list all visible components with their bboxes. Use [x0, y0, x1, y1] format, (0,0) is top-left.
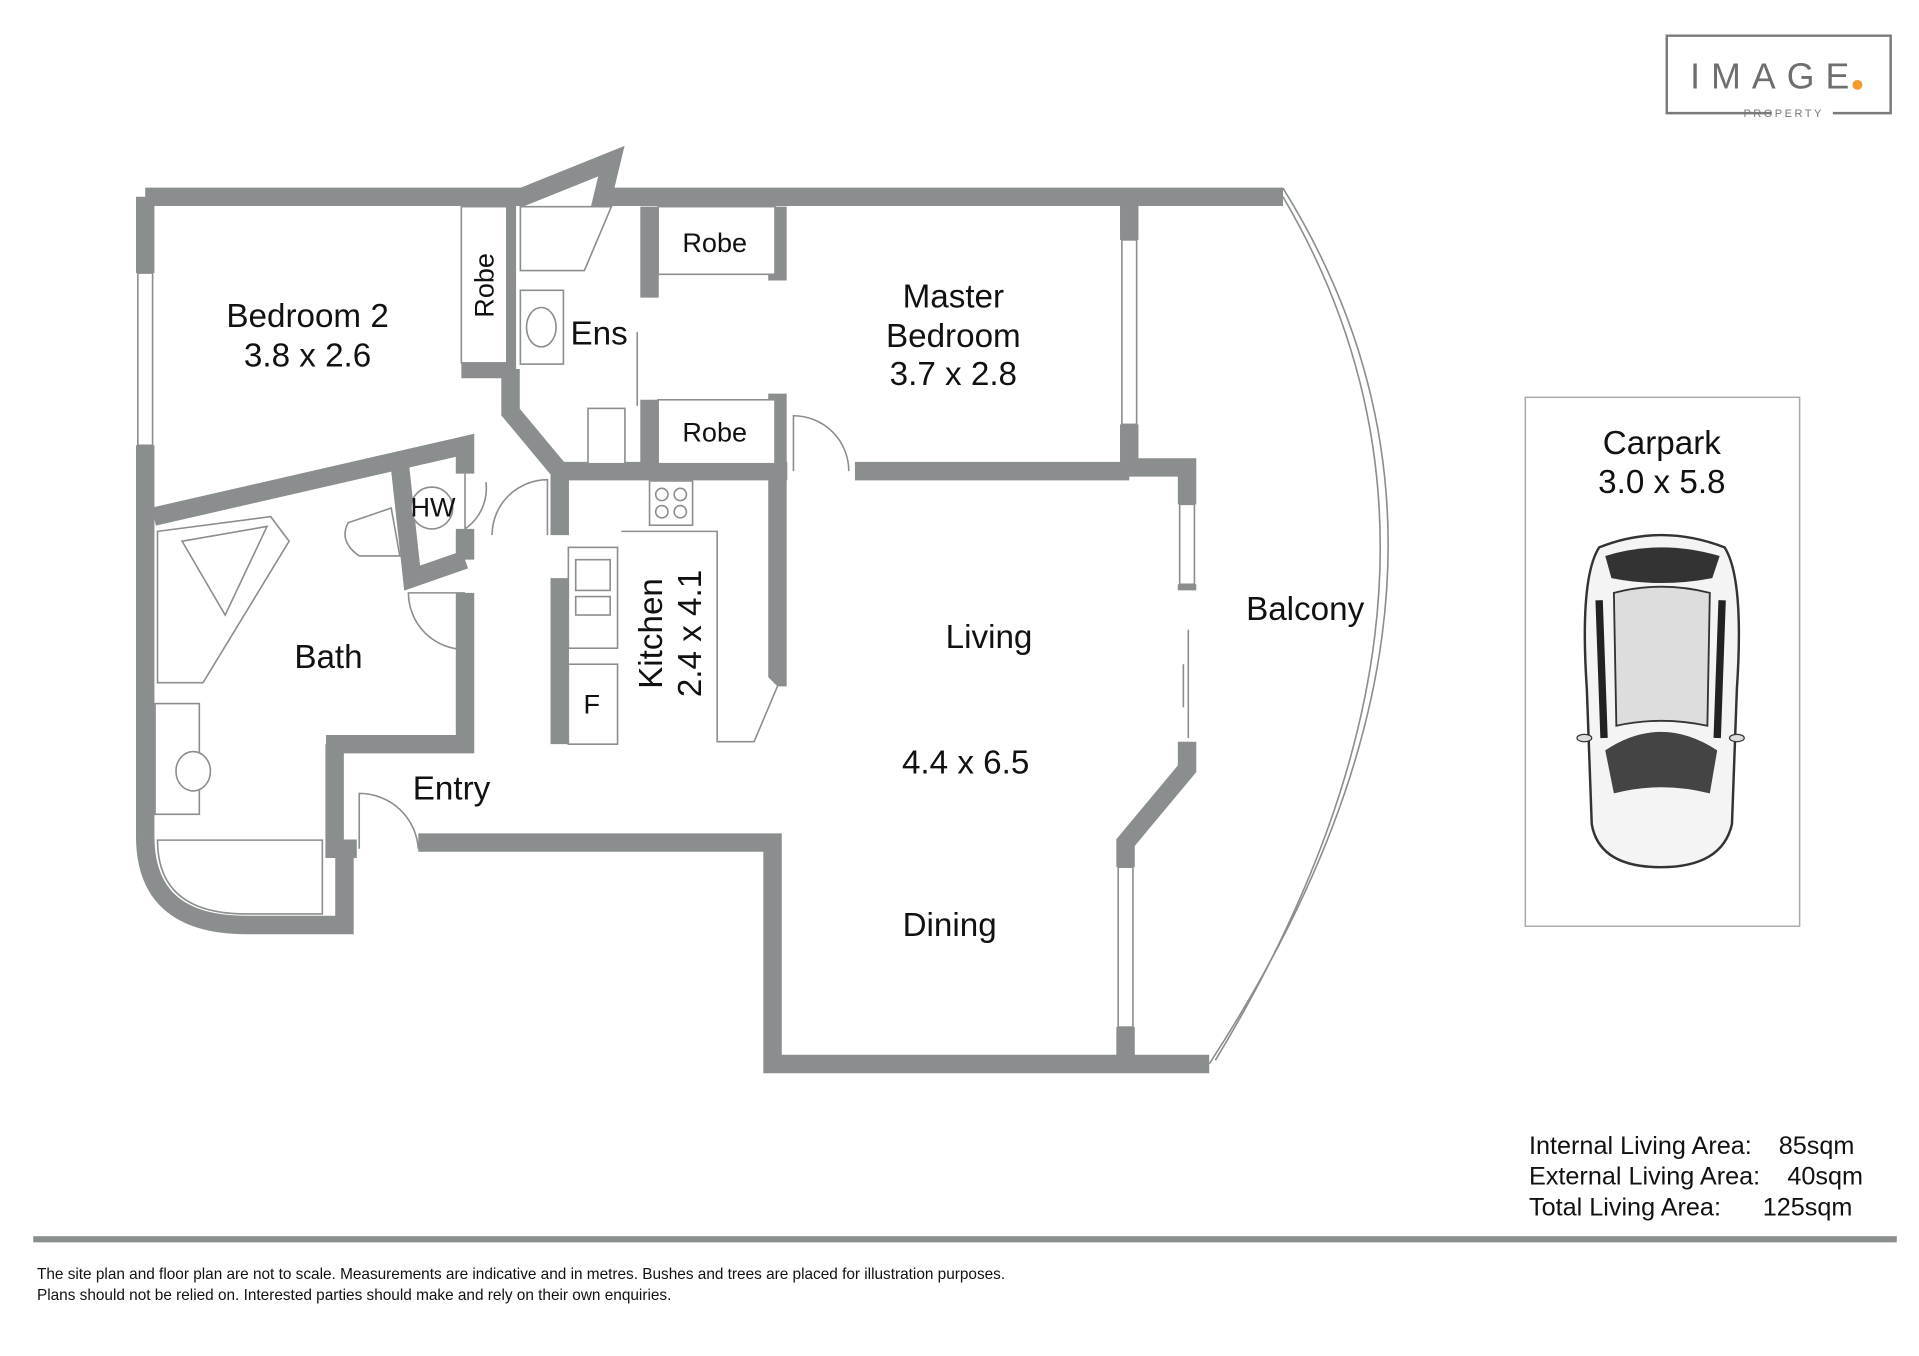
total-area-label: Total Living Area:: [1529, 1193, 1721, 1221]
fixtures: [154, 205, 779, 915]
master-bedroom-label-2: Bedroom: [886, 318, 1021, 355]
logo-subtext: PROPERTY: [1743, 108, 1823, 120]
balcony-balustrade: [1208, 187, 1389, 1065]
robe-bottom-label: Robe: [682, 418, 747, 448]
internal-area-label: Internal Living Area:: [1529, 1132, 1752, 1160]
total-area-value: 125sqm: [1763, 1193, 1853, 1221]
logo-text: IMAGE: [1690, 57, 1860, 97]
footer-divider: [33, 1236, 1897, 1243]
carpark-size: 3.0 x 5.8: [1598, 464, 1725, 501]
disclaimer-line-1: The site plan and floor plan are not to …: [37, 1266, 1005, 1283]
external-area-value: 40sqm: [1787, 1163, 1863, 1191]
master-bedroom-label: Master: [903, 279, 1004, 316]
living-label: Living: [946, 619, 1033, 656]
hot-water-label: HW: [411, 493, 457, 523]
master-bedroom-size: 3.7 x 2.8: [890, 356, 1017, 393]
living-size: 4.4 x 6.5: [902, 745, 1029, 782]
logo-dot: [1852, 79, 1863, 90]
fridge-label: F: [583, 689, 600, 719]
carpark: Carpark 3.0 x 5.8: [1524, 396, 1801, 927]
bedroom2-label: Bedroom 2: [226, 298, 388, 335]
kitchen-size: 2.4 x 4.1: [672, 570, 709, 697]
windows: [137, 239, 1196, 1028]
kitchen-label: Kitchen: [633, 578, 670, 689]
bedroom2-size: 3.8 x 2.6: [244, 338, 371, 375]
area-summary: Internal Living Area: 85sqm External Liv…: [1529, 1132, 1863, 1222]
robe-top-label: Robe: [682, 228, 747, 258]
bath-label: Bath: [294, 639, 362, 676]
ensuite-label: Ens: [570, 315, 627, 352]
robe-bedroom2-label: Robe: [469, 253, 499, 318]
dining-label: Dining: [903, 907, 997, 944]
logo: IMAGE PROPERTY: [1665, 34, 1892, 120]
internal-area-value: 85sqm: [1779, 1132, 1855, 1160]
disclaimer-line-2: Plans should not be relied on. Intereste…: [37, 1287, 671, 1304]
external-area-label: External Living Area:: [1529, 1163, 1760, 1191]
entry-label: Entry: [413, 771, 491, 808]
balcony-label: Balcony: [1246, 591, 1365, 628]
carpark-label: Carpark: [1603, 425, 1721, 462]
room-labels: Bedroom 2 3.8 x 2.6 Robe Ens Robe Robe M…: [226, 228, 1364, 944]
doors: [358, 332, 850, 849]
car-icon: [1576, 533, 1745, 869]
